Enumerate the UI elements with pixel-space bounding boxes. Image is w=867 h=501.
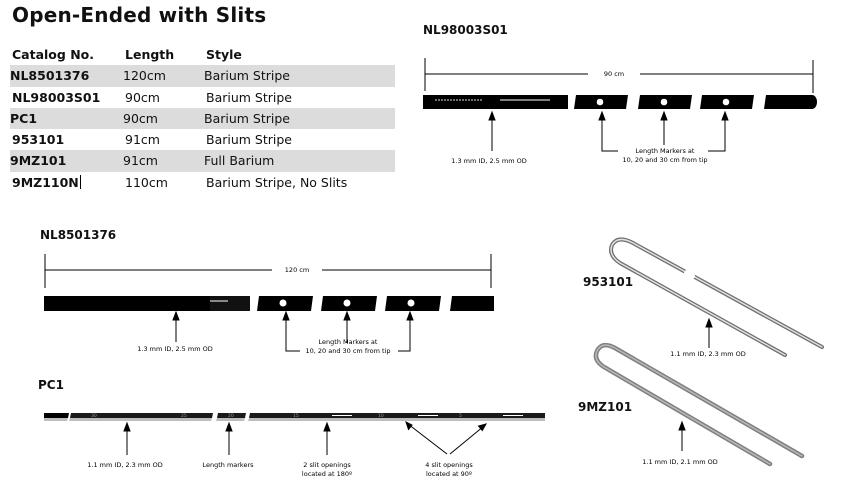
slits-90-label-line2: located at 90º [426,470,472,478]
diagram-9mz101: 1.1 mm ID, 2.1 mm OD [593,342,805,467]
table-row: 9MZ101 91cm Full Barium [10,150,395,172]
tube [423,95,817,109]
cell-catalog: NL8501376 [10,68,90,84]
tube-marking: 25 [181,413,187,419]
diagram-label-pc1: PC1 [38,378,64,392]
cell-length: 91cm [125,132,160,148]
tube-marking: 10 [378,413,384,419]
markers-label-line1: Length Markers at [319,338,378,346]
tube-marking: 20 [228,413,234,419]
tube-marking: 15 [293,413,299,419]
diagram-nl8501376: 120 cm 1.3 mm ID, 2.5 mm OD Length Marke… [44,254,494,355]
tube-marking: 5 [459,413,462,419]
catheter-u-shape [593,342,805,467]
dimension-label: 1.3 mm ID, 2.5 mm OD [451,157,526,165]
table-row: PC1 90cm Barium Stripe [10,107,395,130]
length-markers-label: Length markers [202,461,254,469]
cell-catalog: NL98003S01 [12,89,101,105]
cell-style: Barium Stripe [204,110,290,126]
text-cursor [79,174,81,189]
diagram-label-nl8501376: NL8501376 [40,228,117,242]
dimension-label: 1.1 mm ID, 2.3 mm OD [670,350,745,358]
length-marker-dot [407,299,415,307]
length-marker-dot [660,98,668,106]
diagram-label-953101: 953101 [583,275,634,289]
length-label: 120 cm [285,266,309,274]
dimension-label: 1.1 mm ID, 2.1 mm OD [642,458,717,466]
arrows [123,421,488,455]
table-row: NL8501376 120cm Barium Stripe [10,65,395,87]
cell-length: 91cm [123,153,158,169]
cell-length: 120cm [123,68,166,84]
arrows [488,110,729,152]
length-label: 90 cm [604,70,624,78]
dimension-line [424,58,814,93]
catheter-u-shape [609,237,824,357]
table-row: 9MZ110N 110cm Barium Stripe, No Slits [12,172,395,193]
tube [44,296,494,311]
cell-catalog-text: 9MZ110N [12,174,79,190]
arrows [172,310,414,352]
dimension-label: 1.1 mm ID, 2.3 mm OD [87,461,162,469]
cell-length: 110cm [125,174,168,190]
arrow [678,420,686,451]
diagram-label-nl98003s01: NL98003S01 [423,23,508,37]
catalog-table: Catalog No. Length Style NL8501376 120cm… [10,44,395,193]
cell-style: Barium Stripe [206,89,292,105]
diagram-pc1: 30 25 20 15 10 5 1.1 mm ID, 2.3 mm OD Le… [44,413,545,478]
dimension-line [44,254,492,288]
table-row: 953101 91cm Barium Stripe [12,129,395,150]
markers-label-line2: 10, 20 and 30 cm from tip [622,156,707,164]
cell-style: Barium Stripe, No Slits [206,174,348,190]
cell-length: 90cm [125,89,160,105]
markers-label-line2: 10, 20 and 30 cm from tip [305,347,390,355]
table-header-row: Catalog No. Length Style [12,44,395,65]
diagram-label-9mz101: 9MZ101 [578,400,633,414]
length-marker-dot [722,98,730,106]
cell-catalog: 953101 [12,132,65,148]
arrow [705,317,713,348]
tube [44,413,545,421]
length-marker-dot [343,299,351,307]
table-row: NL98003S01 90cm Barium Stripe [12,87,395,108]
cell-style: Barium Stripe [204,68,290,84]
length-marker-dot [279,299,287,307]
page-title: Open-Ended with Slits [12,3,267,27]
header-catalog-no: Catalog No. [12,47,94,62]
tube-marking: 30 [91,413,97,419]
diagram-nl98003s01: 90 cm 1.3 mm ID, 2.5 mm OD Length Marker… [423,58,817,165]
slits-180-label-line1: 2 slit openings [303,461,351,469]
tube-markings: 30 25 20 15 10 5 [91,413,462,419]
slits-90-label-line1: 4 slit openings [425,461,473,469]
cell-style: Barium Stripe [206,132,292,148]
header-style: Style [206,47,242,62]
cell-catalog: 9MZ101 [10,153,67,169]
cell-style: Full Barium [204,153,275,169]
markers-label-line1: Length Markers at [636,147,695,155]
header-length: Length [125,47,175,62]
slits-180-label-line2: located at 180º [302,470,352,478]
length-marker-dot [596,98,604,106]
dimension-label: 1.3 mm ID, 2.5 mm OD [137,345,212,353]
cell-catalog[interactable]: 9MZ110N [12,172,81,193]
diagram-953101: 1.1 mm ID, 2.3 mm OD [609,237,824,358]
cell-length: 90cm [123,110,158,126]
cell-catalog: PC1 [10,110,38,126]
